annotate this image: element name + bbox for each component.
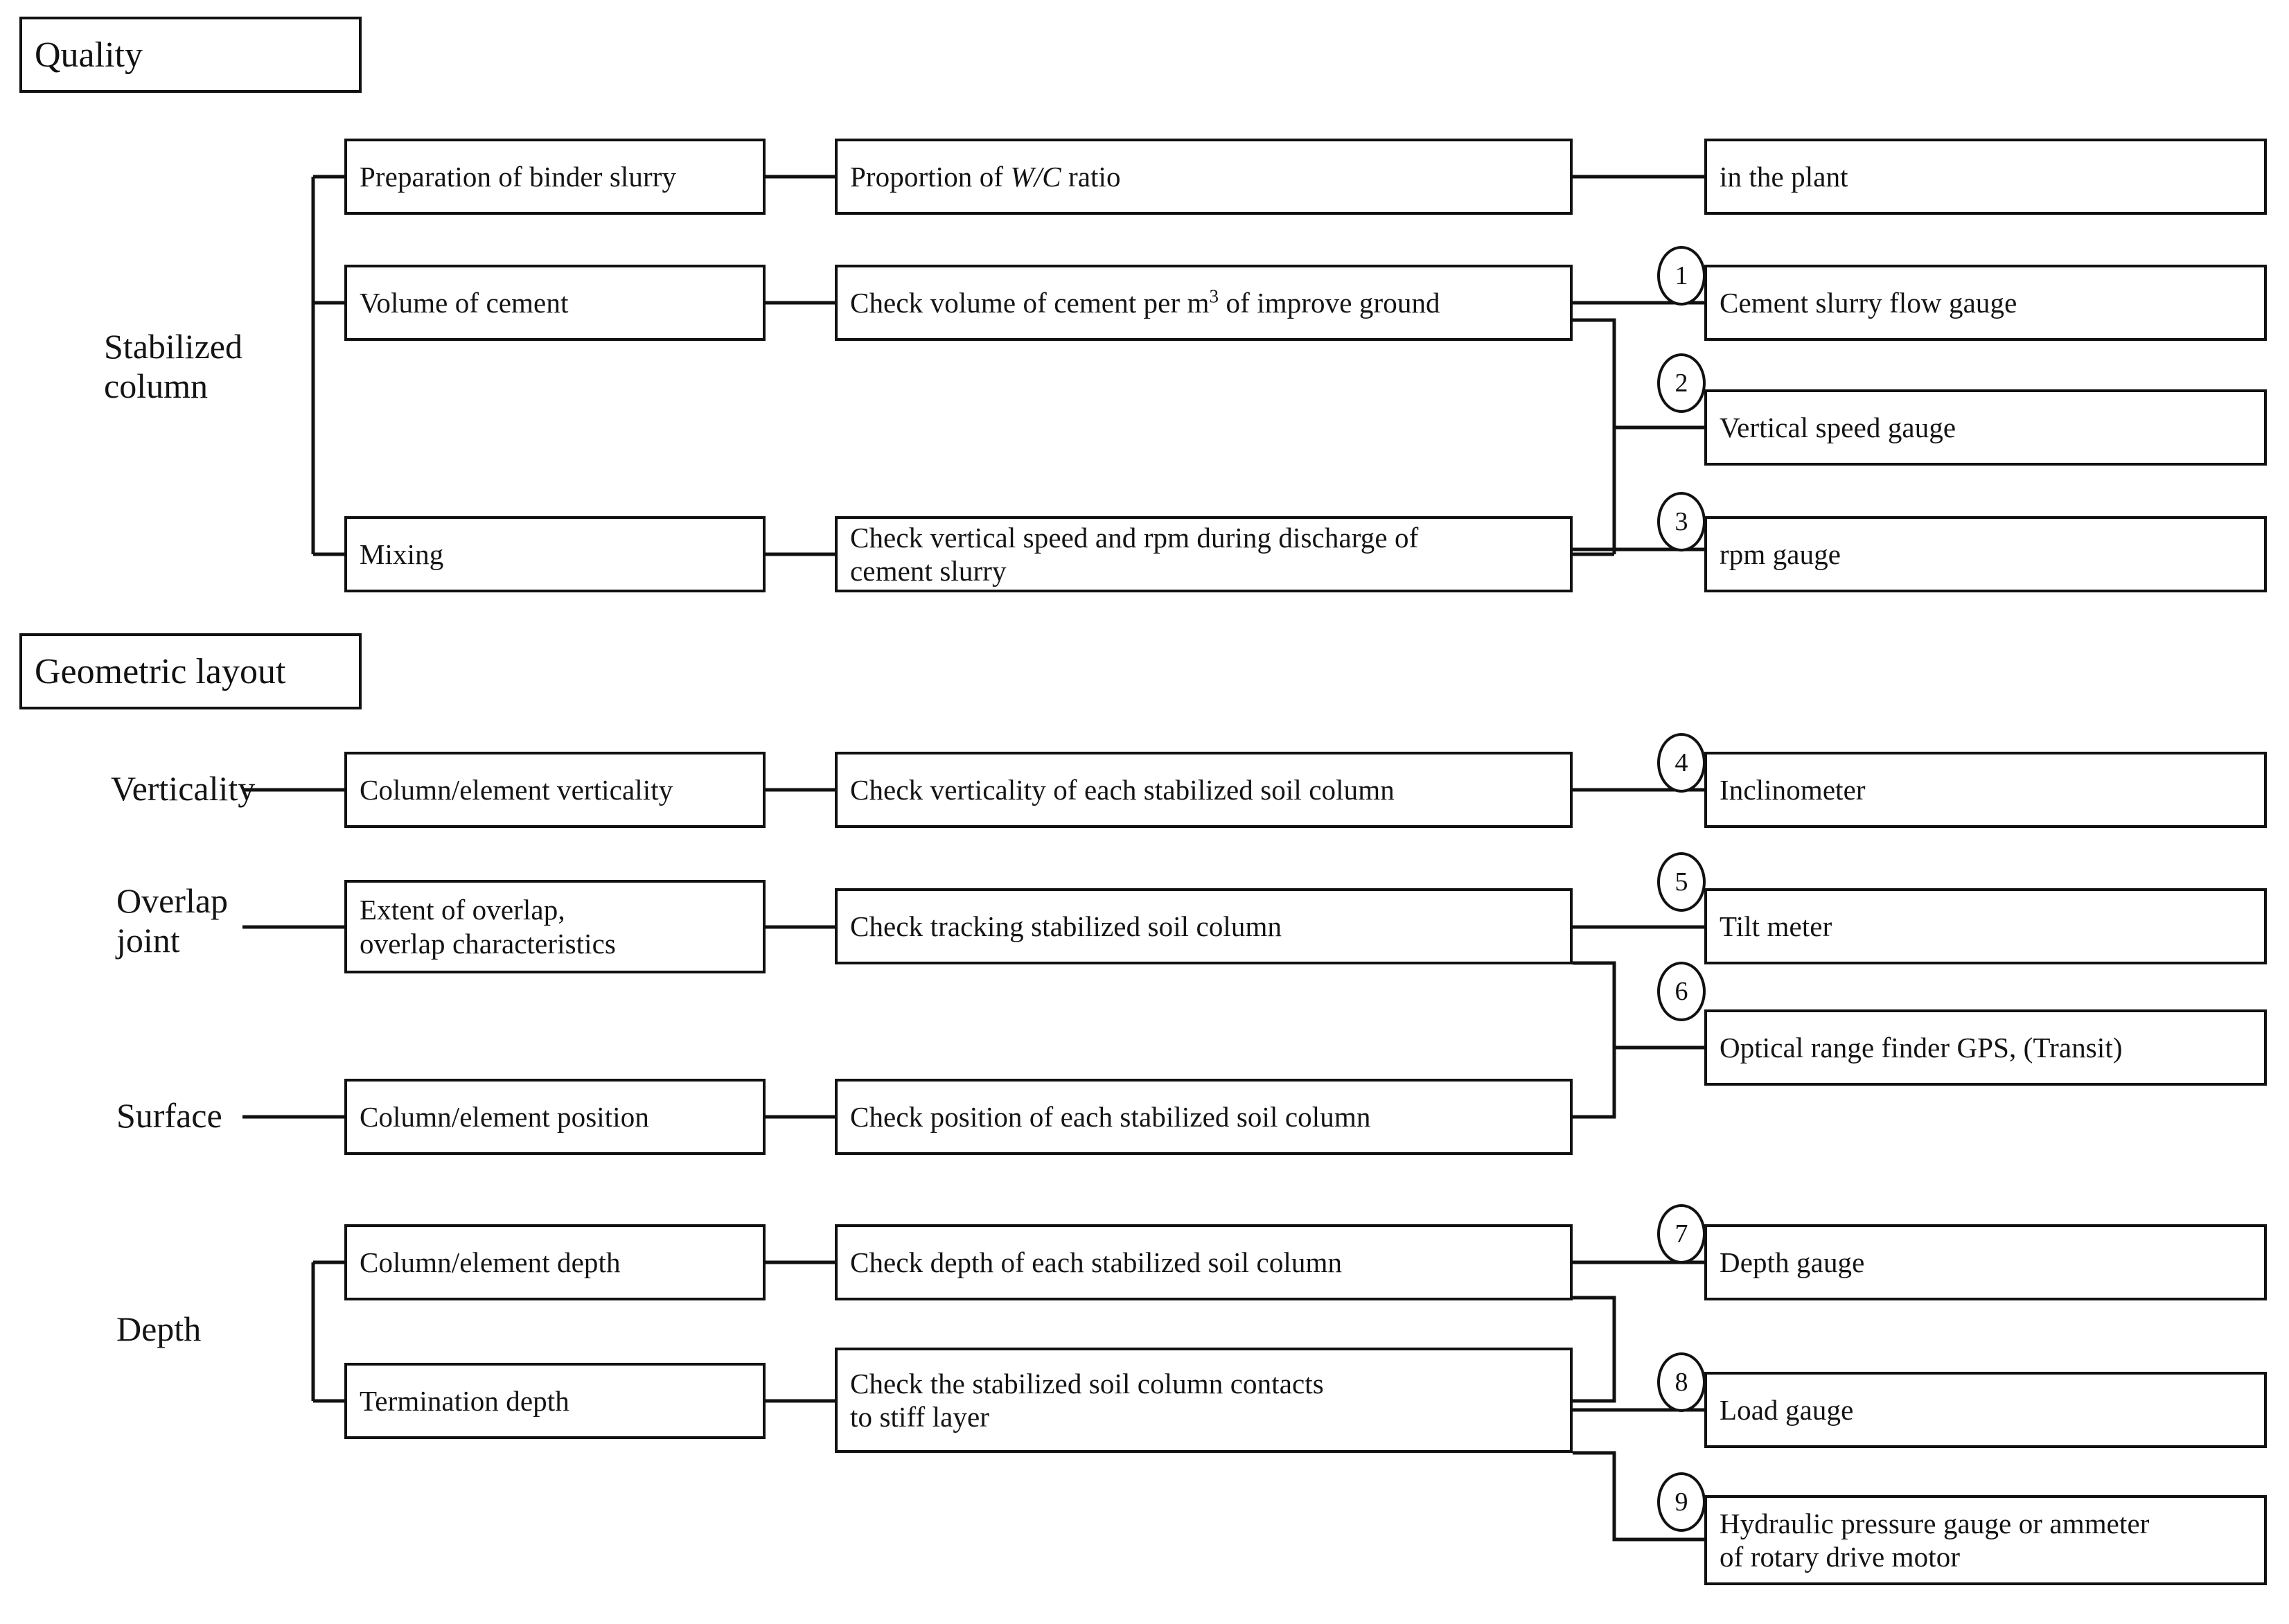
group-label-stabilized-column-line1: Stabilized [104,327,242,366]
item-label: Volume of cement [360,286,569,319]
item-label: Preparation of binder slurry [360,160,677,193]
marker-number: 9 [1674,1488,1688,1517]
instrument-line-2: of rotary drive motor [1720,1541,1961,1573]
instrument-box-depth-gauge[interactable]: Depth gauge [1704,1224,2267,1300]
item-box-column-element-depth[interactable]: Column/element depth [344,1224,766,1300]
check-box-position-of-each-column[interactable]: Check position of each stabilized soil c… [835,1079,1573,1155]
instrument-label: in the plant [1720,160,1848,193]
item-box-column-element-verticality[interactable]: Column/element verticality [344,752,766,828]
group-label-surface: Surface [116,1096,222,1135]
marker-circle-8: 8 [1657,1352,1706,1412]
group-label-stabilized-column-line2: column [104,367,208,405]
group-label-overlap-joint-line2: joint [116,921,180,960]
marker-circle-6: 6 [1657,962,1706,1021]
marker-circle-4: 4 [1657,733,1706,793]
instrument-label: Tilt meter [1720,910,1832,942]
marker-number: 2 [1674,369,1688,398]
item-label: Extent of overlap,overlap characteristic… [347,893,628,960]
marker-number: 7 [1674,1219,1688,1248]
instrument-box-tilt-meter[interactable]: Tilt meter [1704,888,2267,964]
check-box-vertical-speed-and-rpm[interactable]: Check vertical speed and rpm during disc… [835,516,1573,592]
marker-circle-3: 3 [1657,492,1706,551]
instrument-box-optical-range-finder-gps[interactable]: Optical range finder GPS, (Transit) [1704,1009,2267,1086]
marker-circle-7: 7 [1657,1204,1706,1264]
item-label: Mixing [360,538,444,570]
marker-number: 8 [1674,1368,1688,1397]
marker-number: 3 [1674,507,1688,536]
instrument-box-load-gauge[interactable]: Load gauge [1704,1372,2267,1448]
check-box-tracking-stabilized-soil-column[interactable]: Check tracking stabilized soil column [835,888,1573,964]
check-label: Check vertical speed and rpm during disc… [838,521,1431,588]
group-label-verticality: Verticality [111,769,256,808]
marker-circle-9: 9 [1657,1472,1706,1532]
item-box-mixing[interactable]: Mixing [344,516,766,592]
instrument-label: Vertical speed gauge [1720,411,1956,443]
group-label-stabilized-column: Stabilized column [104,327,305,406]
item-line-2: overlap characteristics [360,927,616,960]
marker-number: 4 [1674,748,1688,777]
group-label-overlap-joint: Overlap joint [116,881,324,960]
check-box-contacts-to-stiff-layer[interactable]: Check the stabilized soil column contact… [835,1348,1573,1453]
instrument-box-in-the-plant[interactable]: in the plant [1704,139,2267,215]
check-line-1: Check the stabilized soil column contact… [850,1367,1324,1400]
item-label: Termination depth [360,1384,569,1417]
superscript-3: 3 [1209,285,1219,307]
instrument-label: Depth gauge [1720,1246,1865,1278]
check-box-proportion-of-wc-ratio[interactable]: Proportion of W/C ratio [835,139,1573,215]
item-line-1: Extent of overlap, [360,894,565,926]
instrument-box-vertical-speed-gauge[interactable]: Vertical speed gauge [1704,389,2267,466]
instrument-box-rpm-gauge[interactable]: rpm gauge [1704,516,2267,592]
check-line-1: Check vertical speed and rpm during disc… [850,521,1419,554]
check-label: Check position of each stabilized soil c… [850,1100,1371,1133]
check-line-2: to stiff layer [850,1401,990,1433]
instrument-line-1: Hydraulic pressure gauge or ammeter [1720,1507,2150,1539]
check-label: Proportion of W/C ratio [850,160,1121,193]
check-label: Check depth of each stabilized soil colu… [850,1246,1343,1278]
item-box-column-element-position[interactable]: Column/element position [344,1079,766,1155]
item-box-volume-of-cement[interactable]: Volume of cement [344,265,766,341]
check-box-depth-of-each-column[interactable]: Check depth of each stabilized soil colu… [835,1224,1573,1300]
check-label: Check verticality of each stabilized soi… [850,773,1395,806]
section-title-geometric: Geometric layout [35,651,286,691]
item-box-extent-of-overlap[interactable]: Extent of overlap,overlap characteristic… [344,880,766,973]
marker-circle-1: 1 [1657,246,1706,306]
instrument-box-inclinometer[interactable]: Inclinometer [1704,752,2267,828]
section-header-geometric-layout: Geometric layout [19,633,362,709]
marker-number: 1 [1674,261,1688,290]
instrument-box-cement-slurry-flow-gauge[interactable]: Cement slurry flow gauge [1704,265,2267,341]
marker-number: 5 [1674,867,1688,897]
item-label: Column/element depth [360,1246,621,1278]
check-italic-term: W/C [1010,160,1061,193]
section-header-quality: Quality [19,17,362,93]
item-label: Column/element position [360,1100,649,1133]
check-line-2: cement slurry [850,555,1007,587]
marker-circle-5: 5 [1657,852,1706,912]
check-box-verticality-of-each-column[interactable]: Check verticality of each stabilized soi… [835,752,1573,828]
instrument-label: Inclinometer [1720,773,1866,806]
instrument-label: Load gauge [1720,1393,1854,1426]
item-box-preparation-of-binder-slurry[interactable]: Preparation of binder slurry [344,139,766,215]
instrument-label: Optical range finder GPS, (Transit) [1720,1031,2123,1063]
group-label-overlap-joint-line1: Overlap [116,881,229,920]
check-box-volume-of-cement-per-m3[interactable]: Check volume of cement per m3 of improve… [835,265,1573,341]
group-label-depth: Depth [116,1309,202,1348]
item-box-termination-depth[interactable]: Termination depth [344,1363,766,1439]
instrument-label: rpm gauge [1720,538,1841,570]
marker-number: 6 [1674,977,1688,1006]
check-label: Check tracking stabilized soil column [850,910,1282,942]
instrument-label: Cement slurry flow gauge [1720,286,2017,319]
section-title-quality: Quality [35,35,143,75]
check-label: Check the stabilized soil column contact… [838,1367,1336,1434]
item-label: Column/element verticality [360,773,673,806]
check-label: Check volume of cement per m3 of improve… [850,285,1440,319]
marker-circle-2: 2 [1657,353,1706,413]
